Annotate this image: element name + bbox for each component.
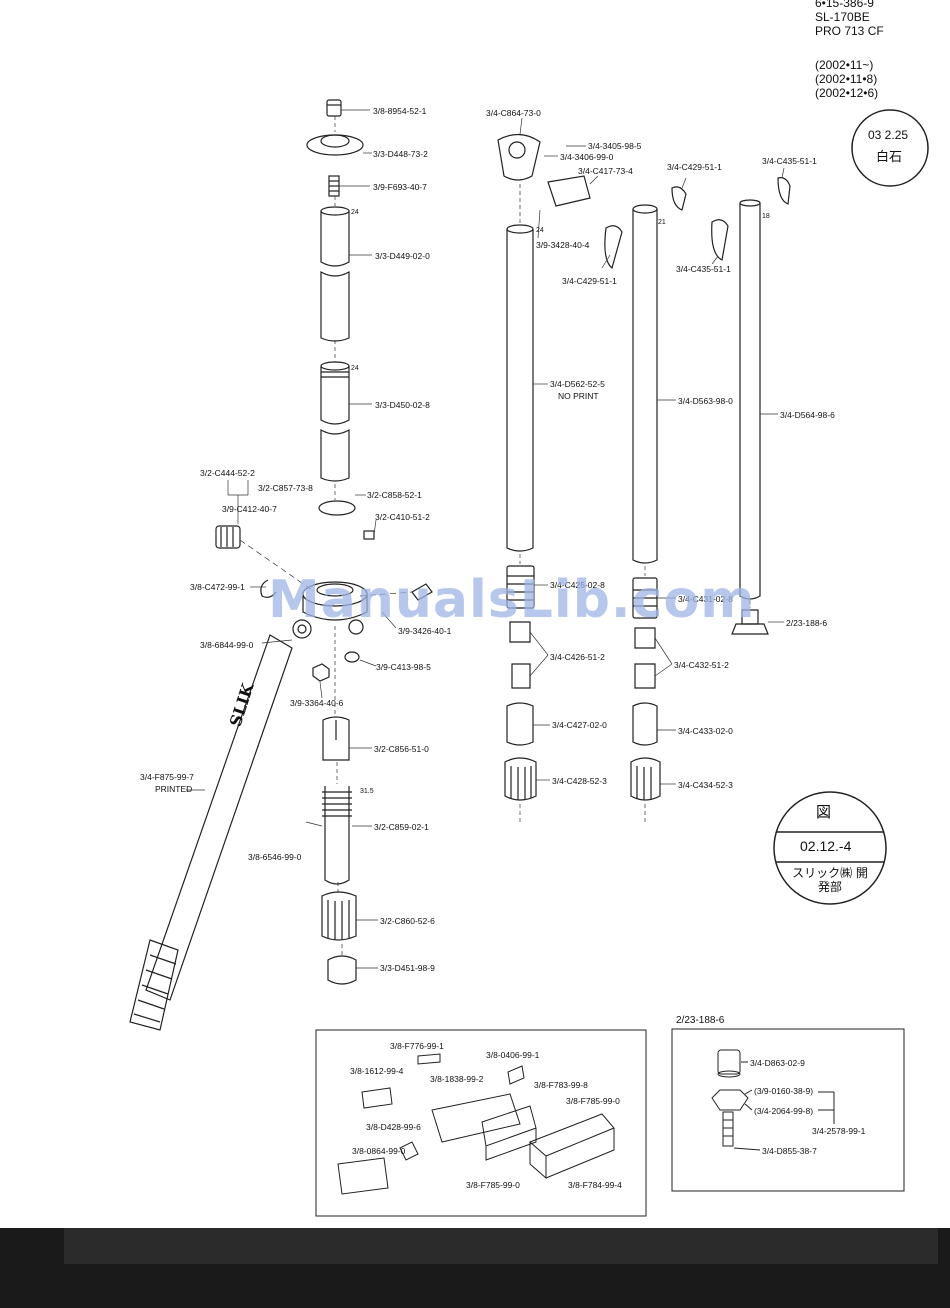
scan-border-inner xyxy=(64,1228,938,1264)
part-label: 3/4-C426-51-2 xyxy=(550,652,605,662)
part-label: 3/4-D562-52-5 xyxy=(550,379,605,389)
tripod-leg-drawing xyxy=(129,579,293,1031)
inset-boxes xyxy=(315,1028,905,1217)
stamp-date-text: 03 2.25 xyxy=(868,128,909,142)
center-column-parts xyxy=(215,99,433,985)
stamp-round-top: 図 xyxy=(816,803,832,821)
part-label: 3/4-D863-02-9 xyxy=(750,1058,805,1068)
part-label: 3/9-3426-40-1 xyxy=(398,626,452,636)
size-label: 21 xyxy=(658,219,666,226)
model-code: SL-170BE xyxy=(815,10,870,24)
part-label: 3/8-D428-99-6 xyxy=(366,1122,421,1132)
part-label: 3/8-F776-99-1 xyxy=(390,1041,444,1051)
part-label: 3/4-3405-98-5 xyxy=(588,141,642,151)
part-label: 3/2-C860-52-6 xyxy=(380,916,435,926)
part-label: 3/3-D451-98-9 xyxy=(380,963,435,973)
stamp-round-date: 02.12.-4 xyxy=(800,838,852,854)
revision-dates: (2002•11~) (2002•11•8) (2002•12•6) xyxy=(815,58,896,100)
size-label: 31.5 xyxy=(360,788,374,795)
revision-date: (2002•11~) xyxy=(815,58,874,72)
part-label: NO PRINT xyxy=(558,391,599,401)
part-label: 3/8-1612-99-4 xyxy=(350,1066,404,1076)
part-label: (3/4-2064-99-8) xyxy=(754,1106,814,1116)
part-label: 3/8-1838-99-2 xyxy=(430,1074,484,1084)
accessory-kit-box xyxy=(315,1029,647,1217)
part-label: 3/9-C412-40-7 xyxy=(222,504,277,514)
part-label: 3/4-D564-98-6 xyxy=(780,410,835,420)
part-label: 3/8-8954-52-1 xyxy=(373,106,427,116)
part-label: 3/9-3428-40-4 xyxy=(536,240,590,250)
part-label: 3/4-3406-99-0 xyxy=(560,152,614,162)
watermark: ManualsLib.com xyxy=(268,570,756,630)
part-label: 3/8-0406-99-1 xyxy=(486,1050,540,1060)
date-stamp-top xyxy=(851,109,929,187)
part-label: 3/8-F785-99-0 xyxy=(466,1180,520,1190)
part-label: 3/4-C429-51-1 xyxy=(667,162,722,172)
part-label: 3/4-C425-02-8 xyxy=(550,580,605,590)
part-label: 3/4-2578-99-1 xyxy=(812,1126,866,1136)
part-label: 3/2-C856-51-0 xyxy=(374,744,429,754)
part-label: 3/4-C432-51-2 xyxy=(674,660,729,670)
part-label: 3/2-C410-51-2 xyxy=(375,512,430,522)
part-label: 3/4-C433-02-0 xyxy=(678,726,733,736)
part-label: 3/8-C472-99-1 xyxy=(190,582,245,592)
part-label: 3/2-C444-52-2 xyxy=(200,468,255,478)
part-label: 3/8-F783-99-8 xyxy=(534,1080,588,1090)
part-label: 3/4-D563-98-0 xyxy=(678,396,733,406)
part-label: PRINTED xyxy=(155,784,193,794)
part-label: 3/4-C429-51-1 xyxy=(562,276,617,286)
part-label: 3/4-C431-02-8 xyxy=(678,594,733,604)
size-label: 24 xyxy=(536,227,544,234)
part-label: 3/4-C417-73-4 xyxy=(578,166,633,176)
part-label: 3/4-C435-51-1 xyxy=(762,156,817,166)
revision-date: (2002•11•8) xyxy=(815,72,878,86)
part-label: 3/4-C427-02-0 xyxy=(552,720,607,730)
stamp-round-dept: スリック㈱ 開発部 xyxy=(792,866,868,894)
part-label: 3/4-D855-38-7 xyxy=(762,1146,817,1156)
size-label: 18 xyxy=(762,213,770,220)
part-label: 3/4-C864-73-0 xyxy=(486,108,541,118)
part-label: 3/4-C428-52-3 xyxy=(552,776,607,786)
part-label: 3/8-6844-99-0 xyxy=(200,640,254,650)
stamp-place-text: 白石 xyxy=(876,150,903,165)
model-code: PRO 713 CF xyxy=(815,24,884,38)
part-label: 3/8-6546-99-0 xyxy=(248,852,302,862)
model-code: 6•15-386-9 xyxy=(815,0,874,10)
part-label: 3/4-C434-52-3 xyxy=(678,780,733,790)
leg-section-3-parts xyxy=(711,177,791,635)
part-label: (3/9-0160-38-9) xyxy=(754,1086,814,1096)
size-label: 24 xyxy=(351,365,359,372)
part-label: 2/23-188-6 xyxy=(786,618,828,628)
part-label: 3/8-F785-99-0 xyxy=(566,1096,620,1106)
part-label: 3/3-D450-02-8 xyxy=(375,400,430,410)
leg-section-1-parts xyxy=(497,133,591,801)
part-label: 3/4-C435-51-1 xyxy=(676,264,731,274)
part-label: 3/9-C413-98-5 xyxy=(376,662,431,672)
revision-date: (2002•12•6) xyxy=(815,86,879,100)
spike-foot-box xyxy=(671,1028,905,1192)
part-label: 3/3-D449-02-0 xyxy=(375,251,430,261)
department-stamp xyxy=(773,791,887,905)
part-label: 3/2-C859-02-1 xyxy=(374,822,429,832)
part-label: 3/9-F693-40-7 xyxy=(373,182,427,192)
part-label: 3/9-3364-40-6 xyxy=(290,698,344,708)
part-label: 3/4-F875-99-7 xyxy=(140,772,194,782)
part-label: 3/3-D448-73-2 xyxy=(373,149,428,159)
part-label: 3/8-F784-99-4 xyxy=(568,1180,622,1190)
part-label: 3/2-C858-52-1 xyxy=(367,490,422,500)
leg-section-2-parts xyxy=(604,186,687,801)
model-codes: 6•15-386-9 SL-170BE PRO 713 CF xyxy=(815,0,896,38)
part-label: 3/2-C857-73-8 xyxy=(258,483,313,493)
leader-lines xyxy=(186,109,785,969)
box-title: 2/23-188-6 xyxy=(676,1015,725,1026)
part-label: 3/8-0864-99-0 xyxy=(352,1146,406,1156)
size-label: 24 xyxy=(351,209,359,216)
